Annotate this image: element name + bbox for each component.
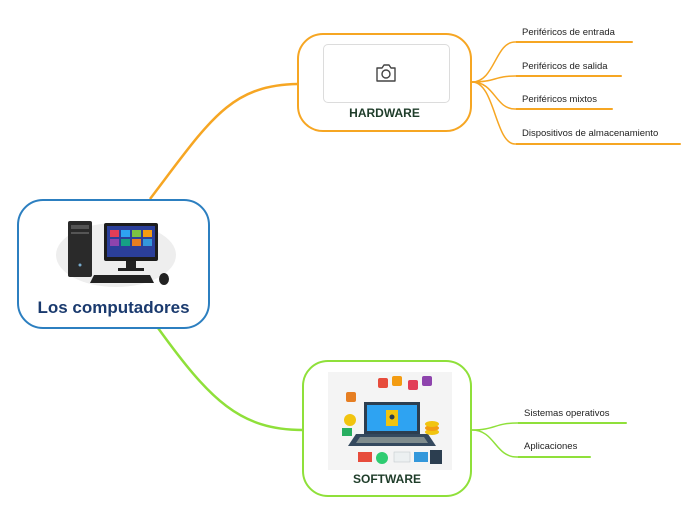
- leaf-underline: [517, 456, 591, 458]
- software-leaf-connectors: [471, 422, 518, 458]
- leaf-perifericos-entrada[interactable]: Periféricos de entrada: [522, 27, 615, 38]
- leaf-underline: [515, 41, 633, 43]
- hardware-topic[interactable]: HARDWARE: [297, 33, 472, 132]
- leaf-underline: [515, 143, 681, 145]
- root-title: Los computadores: [37, 298, 190, 317]
- branch-root-software: [156, 327, 304, 432]
- leaf-underline: [515, 75, 622, 77]
- hardware-image-placeholder: [323, 44, 450, 103]
- leaf-underline: [515, 108, 613, 110]
- leaf-dispositivos-almacenamiento[interactable]: Dispositivos de almacenamiento: [522, 128, 659, 139]
- camera-icon: [376, 64, 396, 82]
- hardware-leaf-connectors: [471, 41, 516, 145]
- leaf-perifericos-mixtos[interactable]: Periféricos mixtos: [522, 94, 597, 105]
- hardware-title: HARDWARE: [349, 106, 420, 120]
- software-topic[interactable]: SOFTWARE: [302, 360, 472, 497]
- leaf-aplicaciones[interactable]: Aplicaciones: [524, 441, 578, 452]
- root-topic[interactable]: Los computadores: [17, 199, 210, 329]
- leaf-underline: [517, 422, 627, 424]
- software-title: SOFTWARE: [353, 472, 421, 486]
- desktop-computer-icon: [56, 221, 176, 287]
- leaf-sistemas-operativos[interactable]: Sistemas operativos: [524, 408, 610, 419]
- branch-root-hardware: [149, 82, 299, 200]
- leaf-perifericos-salida[interactable]: Periféricos de salida: [522, 61, 608, 72]
- laptop-apps-illustration-icon: [328, 372, 452, 470]
